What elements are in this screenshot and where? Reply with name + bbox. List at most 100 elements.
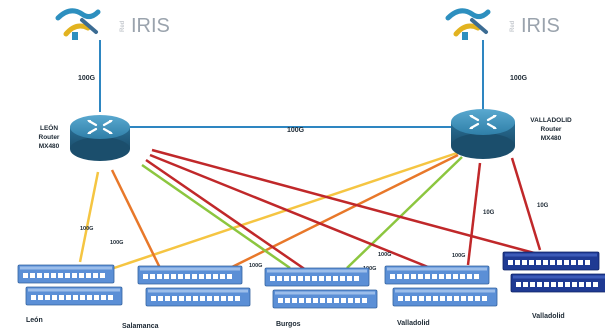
- router-valladolid-line3: MX480: [541, 135, 562, 142]
- switch-port: [348, 298, 353, 303]
- router-valladolid-name: VALLADOLID: [530, 117, 572, 124]
- switch-port: [571, 260, 576, 265]
- switch-port: [327, 298, 332, 303]
- switch-port: [172, 296, 177, 301]
- switch-port: [94, 295, 99, 300]
- switch-port: [440, 296, 445, 301]
- label-uplink-right: 100G: [510, 75, 528, 82]
- switch-stack-burgos[interactable]: [264, 267, 378, 309]
- switch-port: [86, 273, 91, 278]
- site-label-salamanca: Salamanca: [122, 323, 159, 330]
- switch-port: [516, 282, 521, 287]
- switch-port: [313, 298, 318, 303]
- switch-port: [362, 298, 367, 303]
- label-uplink-left: 100G: [78, 75, 96, 82]
- switch-port: [284, 276, 289, 281]
- link-red-valla-valladolid2: [510, 157, 542, 251]
- label-leon-leon: 100G: [80, 226, 93, 232]
- site-label-valladolid-2: Valladolid: [532, 313, 565, 320]
- switch-port: [557, 260, 562, 265]
- switch-port: [206, 274, 211, 279]
- switch-port: [93, 273, 98, 278]
- switch-port: [220, 274, 225, 279]
- switch-port: [151, 296, 156, 301]
- switch-stack-valladolid2[interactable]: [502, 251, 605, 293]
- switch-port: [52, 295, 57, 300]
- site-label-burgos: Burgos: [276, 321, 301, 328]
- switch-port: [100, 273, 105, 278]
- switch-port: [165, 296, 170, 301]
- router-leon-line2: Router: [39, 134, 60, 141]
- switch-port: [101, 295, 106, 300]
- router-icon: [451, 109, 515, 159]
- switch-port: [439, 274, 444, 279]
- switch-port: [228, 296, 233, 301]
- switch-icon: [145, 287, 251, 307]
- site-label-valladolid-1: Valladolid: [397, 320, 430, 327]
- switch-port: [461, 296, 466, 301]
- switch-stack-leon[interactable]: [17, 264, 123, 306]
- site-label-leon: León: [26, 317, 43, 324]
- switch-port: [80, 295, 85, 300]
- switch-port: [467, 274, 472, 279]
- switch-port: [200, 296, 205, 301]
- label-valla-valladolid: 100G: [452, 253, 465, 259]
- switch-port: [405, 296, 410, 301]
- switch-port: [390, 274, 395, 279]
- switch-port: [108, 295, 113, 300]
- switch-port: [508, 260, 513, 265]
- switch-port: [593, 282, 598, 287]
- link-yellow-leon-leon: [78, 171, 100, 263]
- logo-red: Red: [510, 20, 516, 32]
- switch-port: [550, 260, 555, 265]
- switch-port: [44, 273, 49, 278]
- switch-port: [537, 282, 542, 287]
- switch-icon: [264, 267, 370, 287]
- link-green-leon-burgos: [141, 163, 291, 270]
- switch-port: [59, 295, 64, 300]
- switch-port: [522, 260, 527, 265]
- switch-port: [397, 274, 402, 279]
- switch-port: [482, 296, 487, 301]
- switch-port: [334, 298, 339, 303]
- link-red-valla-valladolid: [466, 162, 482, 266]
- switch-port: [87, 295, 92, 300]
- rediris-logo-left: Red IRIS: [55, 8, 170, 40]
- logo-red: Red: [120, 20, 126, 32]
- switch-port: [529, 260, 534, 265]
- switch-port: [312, 276, 317, 281]
- switch-port: [143, 274, 148, 279]
- switch-port: [404, 274, 409, 279]
- switch-port: [333, 276, 338, 281]
- switch-port: [306, 298, 311, 303]
- switch-port: [572, 282, 577, 287]
- switch-port: [474, 274, 479, 279]
- switch-port: [447, 296, 452, 301]
- switch-port: [79, 273, 84, 278]
- router-leon[interactable]: LEÓN Router MX480: [39, 115, 130, 161]
- switch-stack-valladolid1[interactable]: [384, 265, 498, 307]
- switch-port: [551, 282, 556, 287]
- label-10g-a: 10G: [483, 210, 495, 216]
- switch-port: [291, 276, 296, 281]
- label-leon-salamanca: 100G: [110, 240, 123, 246]
- switch-port: [285, 298, 290, 303]
- switch-port: [523, 282, 528, 287]
- switch-port: [227, 274, 232, 279]
- switch-port: [65, 273, 70, 278]
- switch-port: [221, 296, 226, 301]
- switch-port: [411, 274, 416, 279]
- switch-port: [73, 295, 78, 300]
- switch-port: [320, 298, 325, 303]
- switch-port: [298, 276, 303, 281]
- link-red-leon-burgos: [145, 158, 307, 272]
- switch-port: [412, 296, 417, 301]
- switch-port: [38, 295, 43, 300]
- switch-stack-salamanca[interactable]: [137, 265, 251, 307]
- router-leon-line3: MX480: [39, 143, 60, 150]
- router-valladolid[interactable]: VALLADOLID Router MX480: [451, 109, 572, 159]
- link-labels: 100G 100G 100G 100G 100G 100G 100G 100G …: [78, 75, 549, 272]
- switch-port: [164, 274, 169, 279]
- switch-port: [193, 296, 198, 301]
